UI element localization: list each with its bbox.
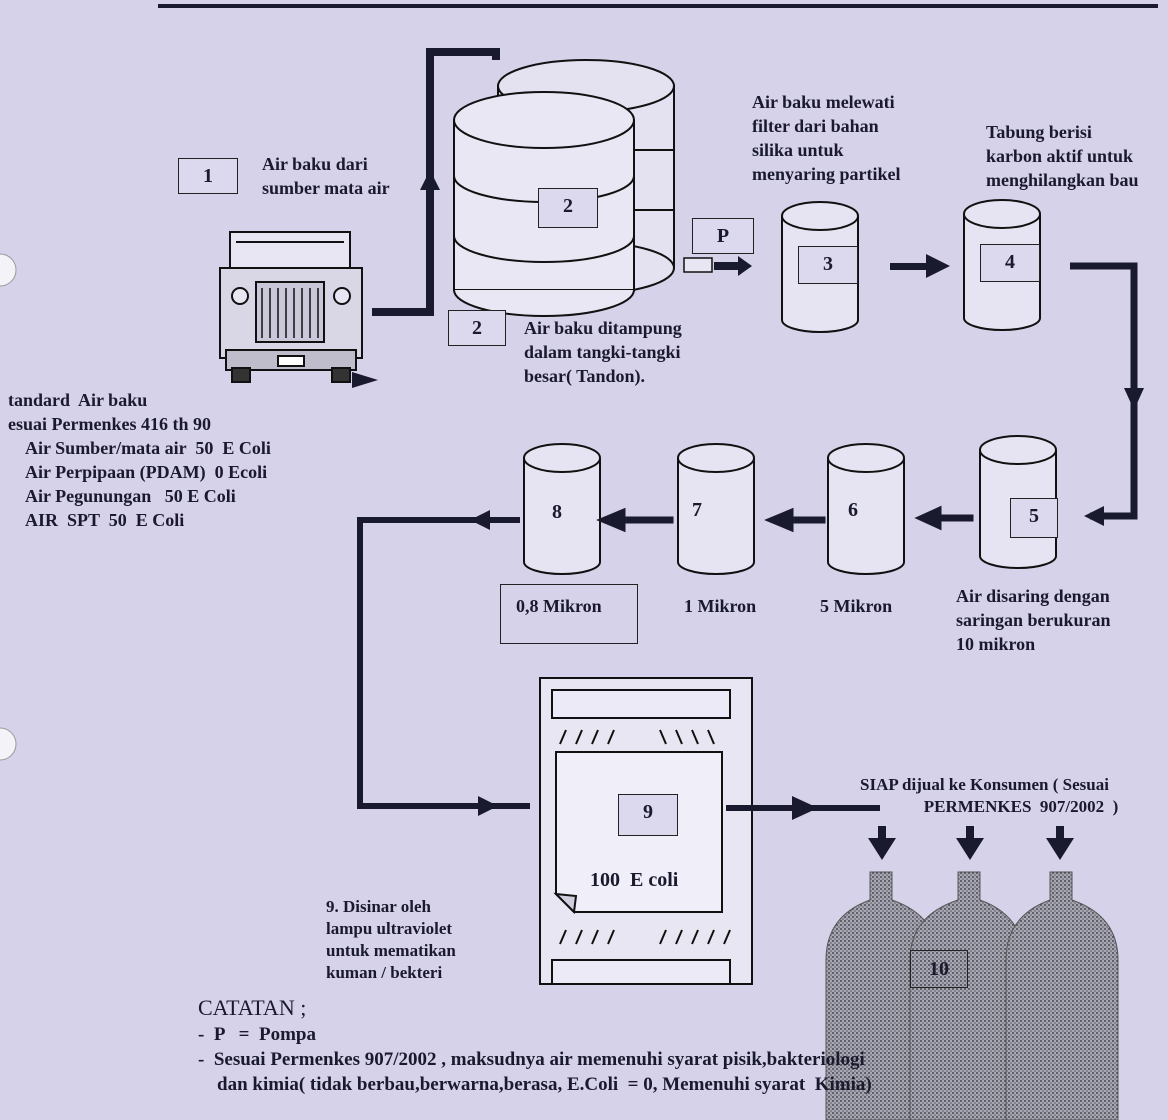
truck-arrow [352,372,378,388]
pump-body [683,257,713,273]
uv-lamp-rays [559,729,731,945]
notes-line: - P = Pompa [198,1024,316,1045]
arrow-down-gallon-2 [956,826,984,860]
step-2-box: 2 [538,188,598,228]
arrow-uv-out [792,796,818,820]
arrow-down-gallon-3 [1046,826,1074,860]
step-7-number: 7 [692,499,702,521]
notes-line: - Sesuai Permenkes 907/2002 , maksudnya … [198,1049,865,1070]
pipe-left-arrow-5 [1084,506,1104,526]
step-1-box: 1 [178,158,238,194]
arrow-7-8 [596,507,674,533]
uv-inner-label: 100 E coli [590,869,679,891]
cylinder-7 [677,443,755,575]
pump-arrow [714,256,752,276]
step-5-label: Air disaring dengan saringan berukuran 1… [956,586,1111,654]
step-8-label: 0,8 Mikron [516,596,602,616]
step-3-label: Air baku melewati filter dari bahan sili… [752,92,901,184]
gallon-3 [1005,871,1119,1120]
arrow-5-6 [914,505,974,531]
cylinder-8 [523,443,601,575]
step-6-number: 6 [848,499,858,521]
step-5-box: 5 [1010,498,1058,538]
step-2-label: Air baku ditampung dalam tangki-tangki b… [524,318,682,386]
arrow-down-gallon-1 [868,826,896,860]
step-9-box: 9 [618,794,678,836]
arrow-3-4 [890,254,950,278]
pipe-4-to-5 [1070,262,1138,520]
pipe-down-arrow [1124,388,1144,410]
binder-hole-2 [0,727,17,761]
step-4-label: Tabung berisi karbon aktif untuk menghil… [986,122,1139,190]
step-6-label: 5 Mikron [820,596,893,616]
standard-line: Air Pegunungan 50 E Coli [8,486,236,506]
step-8-number: 8 [552,501,562,523]
standard-line: Air Perpipaan (PDAM) 0 Ecoli [8,462,268,482]
standard-line: tandard Air baku [8,390,148,410]
pipe-arrow-uv-right [478,796,498,816]
standard-block: tandard Air baku esuai Permenkes 416 th … [8,388,271,532]
notes-title: CATATAN ; [198,995,307,1020]
step-10-box: 10 [910,950,968,988]
binder-hole-1 [0,253,17,287]
notes-block: CATATAN ; - P = Pompa - Sesuai Permenkes… [198,994,872,1097]
notes-line: dan kimia( tidak berbau,berwarna,berasa,… [198,1074,872,1095]
truck-icon [219,231,363,383]
step-1-label: Air baku dari sumber mata air [262,154,390,198]
pipe-arrow-8-left [470,510,490,530]
cylinder-6 [827,443,905,575]
step-9-label: 9. Disinar oleh lampu ultraviolet untuk … [326,897,456,982]
pipe-truck-to-tank [372,48,500,316]
step-10-label: SIAP dijual ke Konsumen ( Sesuai PERMENK… [860,775,1119,816]
arrow-6-7 [764,507,826,533]
mikron-08-box [500,584,638,644]
gallon-2 [909,871,1025,1120]
step-2-label-box: 2 [448,310,506,346]
pipe-up-arrow [420,170,440,190]
pump-box: P [692,218,754,254]
step-3-box: 3 [798,246,858,284]
pipe-8-to-uv [357,517,530,809]
step-7-label: 1 Mikron [684,596,757,616]
standard-line: Air Sumber/mata air 50 E Coli [8,438,271,458]
standard-line: AIR SPT 50 E Coli [8,510,185,530]
step-4-box: 4 [980,244,1040,282]
standard-line: esuai Permenkes 416 th 90 [8,414,211,434]
